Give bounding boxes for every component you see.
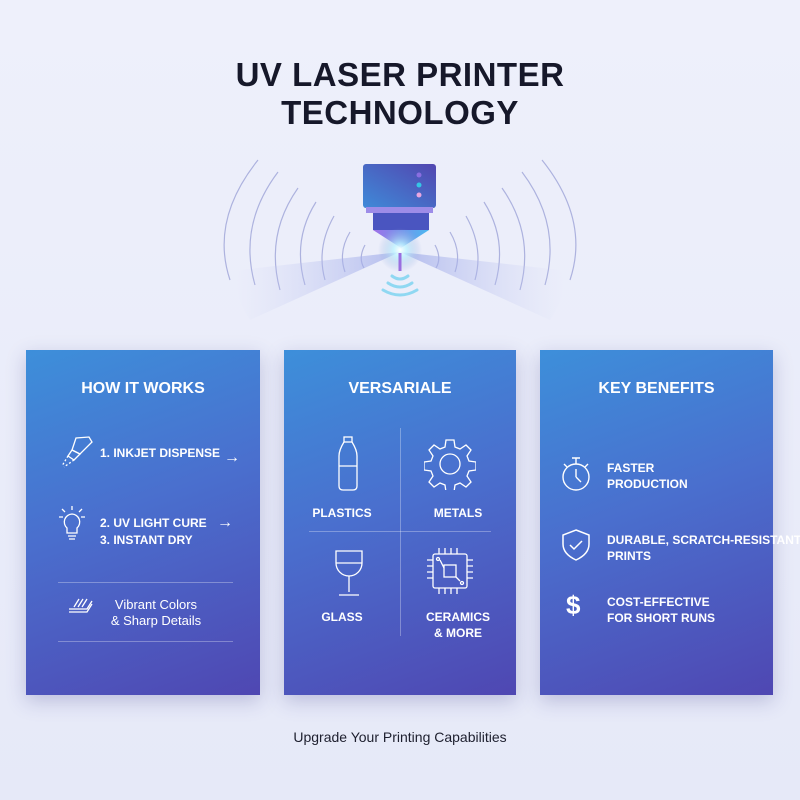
light-fan-left [236,252,400,320]
footer-tagline: Upgrade Your Printing Capabilities [293,729,507,745]
benefit-line-2: PRODUCTION [607,477,688,491]
benefit-cost-effective: COST-EFFECTIVE FOR SHORT RUNS [607,594,715,626]
light-fan-right [400,252,564,320]
uv-wave-icon [381,274,419,297]
card-heading: KEY BENEFITS [598,380,715,397]
wine-glass-icon [335,550,363,596]
indicator-light [416,172,422,178]
title-line-1: UV LASER PRINTER [235,56,565,93]
divider [400,428,401,636]
benefit-durable-prints: DURABLE, SCRATCH-RESISTANT PRINTS [607,532,800,564]
materials-card: VERSARIALE PLASTICS METALS GLASS CERAMIC… [284,350,516,695]
benefit-line-2: FOR SHORT RUNS [607,611,715,625]
printer-head-collar [366,207,433,213]
step-instant-dry: 3. INSTANT DRY [100,533,193,547]
arrow-right-icon: → [217,514,233,531]
feature-line-1: Vibrant Colors [114,597,198,612]
benefit-line-1: FASTER [607,461,655,475]
bottle-icon [338,436,358,491]
page-title: UV LASER PRINTER TECHNOLOGY [0,56,800,132]
dollar-icon: $ [566,590,581,620]
printer-nozzle [373,213,429,230]
lightbulb-icon [59,506,85,540]
material-glass: GLASS [321,610,363,624]
gear-icon [424,439,476,490]
material-metals: METALS [433,506,483,520]
benefit-line-1: DURABLE, SCRATCH-RESISTANT [607,533,800,547]
how-it-works-card: HOW IT WORKS 1. INKJET DISPENSE → 2. UV … [26,350,260,695]
key-benefits-card: KEY BENEFITS FASTER PRODUCTION DURABLE, … [540,350,800,695]
benefit-line-1: COST-EFFECTIVE [607,595,710,609]
divider [58,582,233,583]
material-ceramics: CERAMICS & MORE [400,609,516,641]
card-heading: HOW IT WORKS [81,380,205,397]
arrow-right-icon: → [224,449,240,466]
inkjet-pen-icon [61,436,93,468]
indicator-light [416,192,422,198]
material-ceramics-line-1: CERAMICS [425,610,490,624]
divider [58,641,233,642]
laser-glow [378,228,422,272]
circuit-chip-icon [427,548,473,594]
title-line-2: TECHNOLOGY [281,94,519,131]
material-ceramics-line-2: & MORE [434,626,482,640]
card-heading: VERSARIALE [348,380,452,397]
benefit-line-2: PRINTS [607,549,652,563]
step-uv-light-cure: 2. UV LIGHT CURE [100,516,207,530]
material-plastics: PLASTICS [312,506,372,520]
uv-laser-head-illustration [223,159,577,320]
feature-line-2: & Sharp Details [110,613,202,628]
feature-text: Vibrant Colors & Sharp Details [106,597,206,629]
layers-icon [69,598,93,613]
step-inkjet-dispense: 1. INKJET DISPENSE [100,446,221,460]
printer-head-body [363,164,436,208]
indicator-light [416,182,422,188]
stopwatch-icon [562,457,590,491]
benefit-faster-production: FASTER PRODUCTION [607,460,688,492]
divider [309,531,491,532]
shield-check-icon [562,529,590,561]
